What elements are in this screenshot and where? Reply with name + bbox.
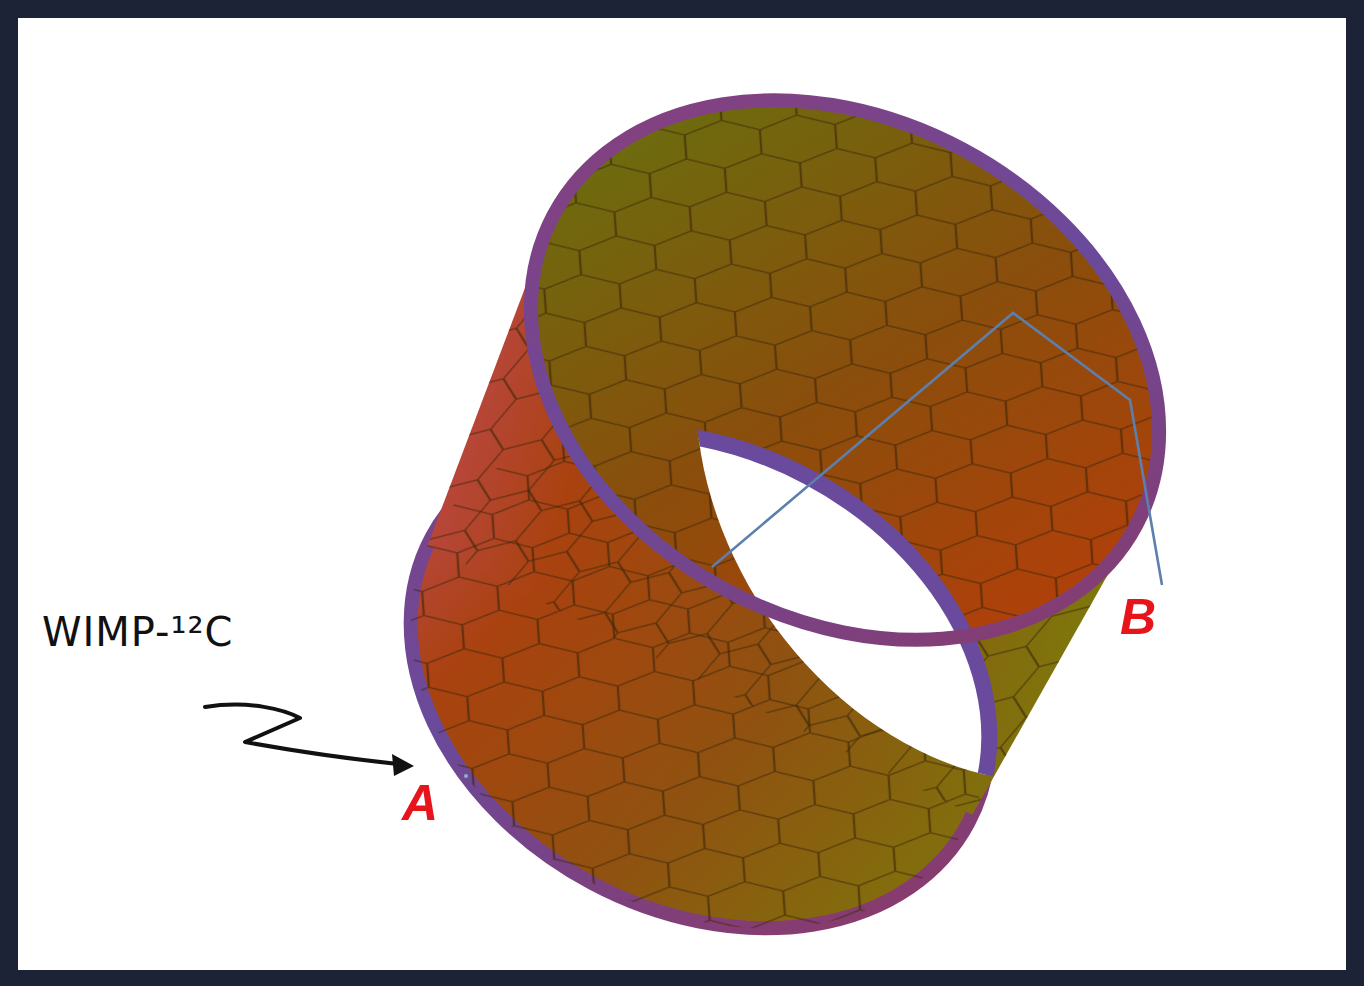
wimp-label: WIMP-¹²C	[42, 610, 234, 654]
track-line	[712, 313, 1162, 585]
near-rim	[436, 0, 1253, 746]
hex-lattice	[436, 0, 1253, 746]
point-label: B	[1120, 590, 1156, 645]
squiggle-arrow	[205, 705, 398, 764]
cylinder	[324, 0, 1254, 986]
point-label: A	[402, 776, 438, 831]
arrow-head	[392, 754, 414, 776]
inner-wall	[436, 0, 1253, 746]
vertex-dot	[464, 774, 468, 778]
far-opening	[324, 334, 1077, 986]
